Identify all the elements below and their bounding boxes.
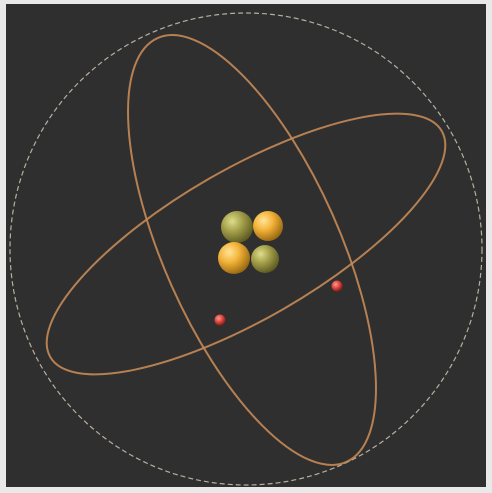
nucleus bbox=[218, 211, 283, 274]
proton-sphere bbox=[253, 211, 283, 241]
electron bbox=[215, 315, 226, 326]
orbit-ring-shallow bbox=[13, 66, 479, 422]
atom-model-illustration bbox=[6, 4, 486, 487]
neutron-sphere bbox=[251, 245, 279, 273]
neutron-sphere bbox=[221, 211, 253, 243]
proton-sphere bbox=[218, 242, 250, 274]
atom-canvas-frame bbox=[6, 4, 486, 487]
electron bbox=[332, 281, 343, 292]
